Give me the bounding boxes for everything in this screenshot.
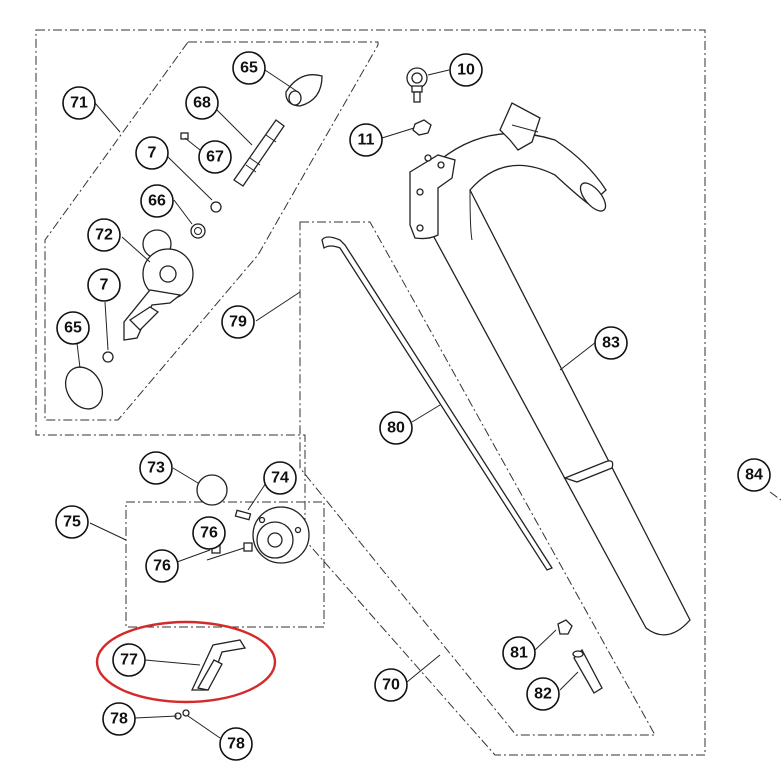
highlight-ellipse — [95, 620, 277, 704]
callout-71[interactable]: 71 — [62, 86, 96, 120]
svg-text:70: 70 — [382, 677, 400, 694]
svg-text:77: 77 — [120, 652, 138, 669]
callout-74[interactable]: 74 — [263, 461, 297, 495]
callout-67[interactable]: 67 — [198, 140, 232, 174]
group-boundary-71 — [44, 41, 379, 421]
lever-assembly-part — [123, 229, 194, 341]
svg-text:81: 81 — [510, 645, 528, 662]
group-boundary-84 — [769, 491, 781, 501]
callout-7[interactable]: 7 — [87, 268, 121, 302]
svg-text:72: 72 — [95, 227, 113, 244]
tube-part — [409, 102, 691, 636]
callout-77[interactable]: 77 — [112, 643, 146, 677]
callout-73[interactable]: 73 — [139, 451, 173, 485]
svg-text:10: 10 — [457, 62, 475, 79]
group-boundary-79 — [299, 221, 656, 736]
callout-66[interactable]: 66 — [140, 184, 174, 218]
callout-78[interactable]: 78 — [219, 727, 253, 761]
callout-78[interactable]: 78 — [102, 702, 136, 736]
svg-text:82: 82 — [534, 686, 552, 703]
screw-part — [182, 709, 190, 717]
knob-part — [285, 74, 323, 107]
svg-text:7: 7 — [100, 277, 109, 294]
callout-80[interactable]: 80 — [379, 411, 413, 445]
callout-65[interactable]: 65 — [232, 51, 266, 85]
rod-part — [321, 236, 553, 571]
svg-text:76: 76 — [200, 525, 218, 542]
callout-79[interactable]: 79 — [221, 305, 255, 339]
pin-part — [180, 132, 189, 140]
callout-76[interactable]: 76 — [145, 549, 179, 583]
svg-text:75: 75 — [63, 514, 81, 531]
nut-part — [412, 119, 432, 136]
callout-72[interactable]: 72 — [87, 218, 121, 252]
svg-text:65: 65 — [64, 320, 82, 337]
ring-part — [210, 201, 222, 213]
svg-text:66: 66 — [148, 193, 166, 210]
set-screw-part — [243, 542, 253, 552]
callout-82[interactable]: 82 — [526, 677, 560, 711]
bracket-part — [190, 639, 247, 691]
svg-text:7: 7 — [148, 145, 157, 162]
callout-7[interactable]: 7 — [135, 136, 169, 170]
callout-76[interactable]: 76 — [192, 516, 226, 550]
pin-part — [234, 509, 252, 521]
svg-text:68: 68 — [193, 95, 211, 112]
callout-10[interactable]: 10 — [449, 53, 483, 87]
callout-68[interactable]: 68 — [185, 86, 219, 120]
shaft-part — [233, 119, 285, 187]
svg-text:11: 11 — [358, 132, 375, 149]
callout-11[interactable]: 11 — [349, 123, 383, 157]
callout-75[interactable]: 75 — [55, 505, 89, 539]
svg-text:71: 71 — [70, 95, 88, 112]
callout-70[interactable]: 70 — [374, 668, 408, 702]
svg-text:73: 73 — [147, 460, 165, 477]
callout-65[interactable]: 65 — [56, 311, 90, 345]
svg-text:78: 78 — [110, 711, 128, 728]
svg-text:65: 65 — [240, 60, 258, 77]
svg-text:67: 67 — [206, 149, 224, 166]
hub-part — [252, 506, 310, 564]
washer-part — [190, 223, 206, 239]
nut-part — [557, 619, 573, 635]
svg-text:84: 84 — [745, 467, 763, 484]
svg-text:74: 74 — [271, 470, 289, 487]
group-boundary-main — [35, 29, 706, 756]
knob-part — [64, 366, 104, 410]
ring-part — [102, 351, 114, 363]
svg-text:80: 80 — [387, 420, 405, 437]
connector-part — [572, 648, 603, 694]
eye-bolt-part — [406, 67, 428, 103]
svg-text:76: 76 — [153, 558, 171, 575]
leader-lines — [76, 69, 597, 739]
svg-text:78: 78 — [227, 736, 245, 753]
svg-text:83: 83 — [602, 335, 620, 352]
svg-text:79: 79 — [229, 314, 247, 331]
ball-part — [196, 474, 228, 506]
callout-84[interactable]: 84 — [737, 458, 771, 492]
callout-81[interactable]: 81 — [502, 636, 536, 670]
callout-83[interactable]: 83 — [594, 326, 628, 360]
